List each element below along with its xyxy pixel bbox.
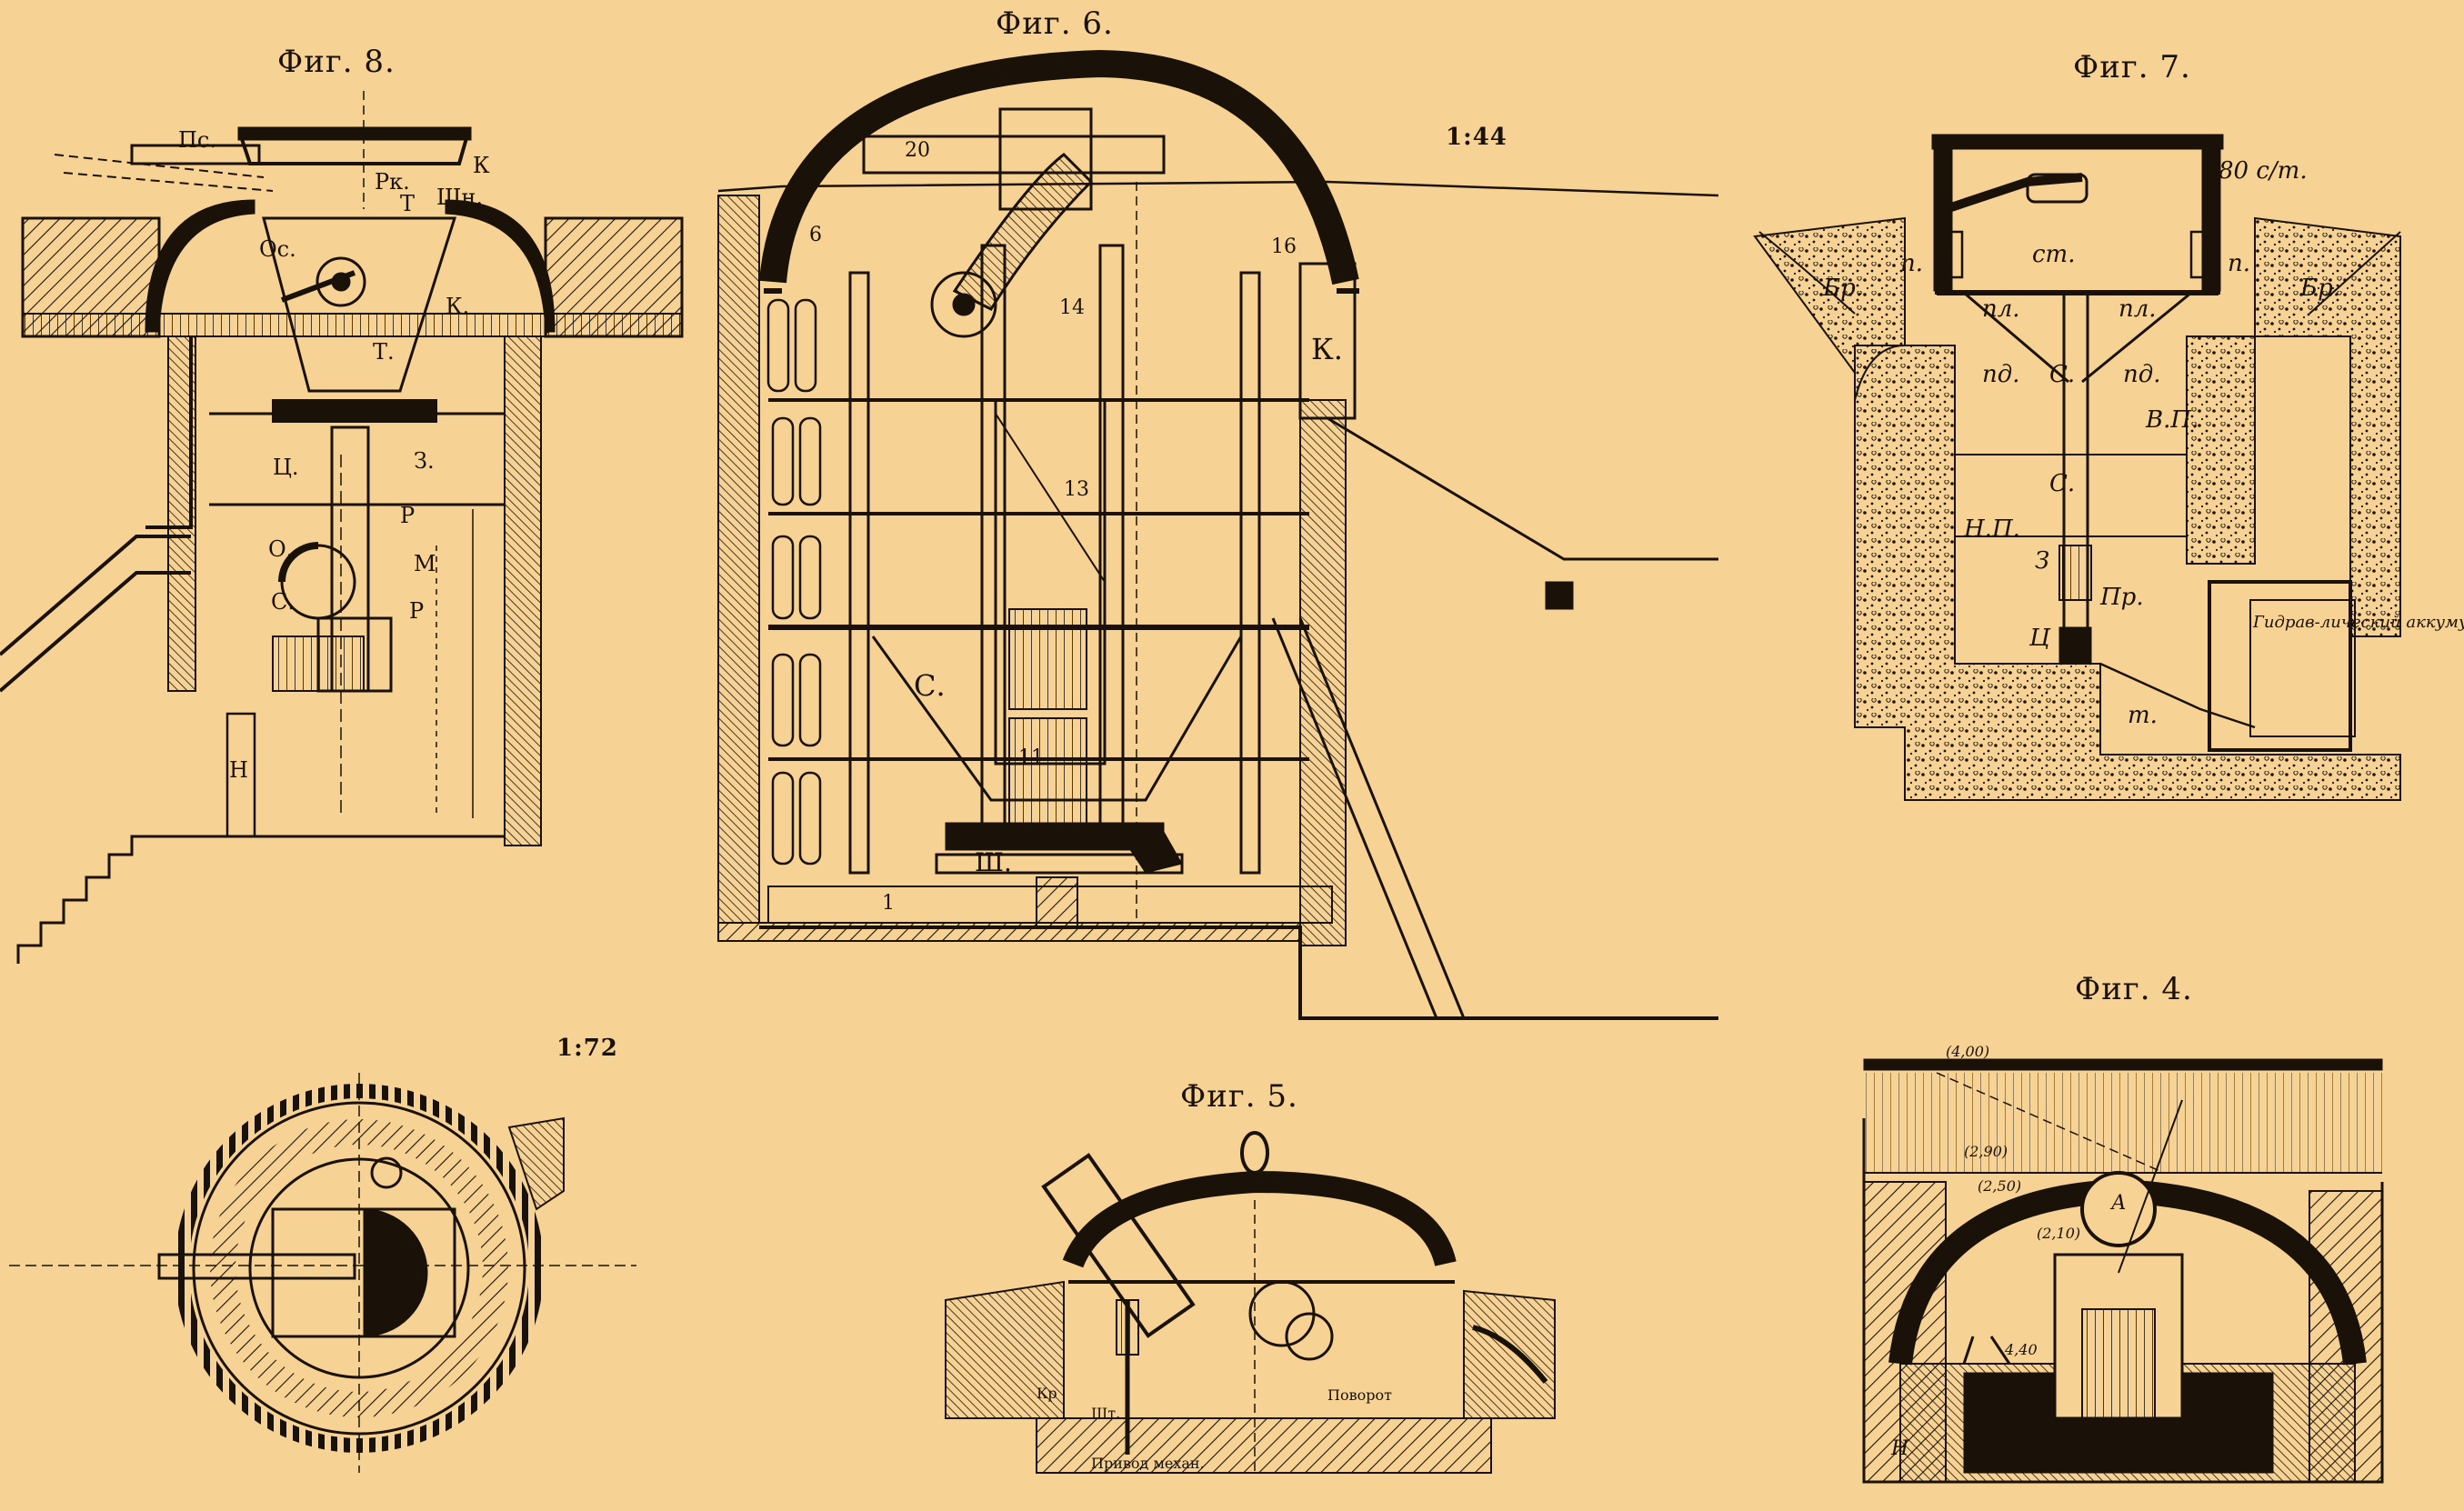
- fig6-letter: 20: [905, 139, 930, 162]
- fig6-title: Фиг. 6.: [996, 5, 1114, 42]
- fig5-section: [945, 1131, 1556, 1474]
- plan-view: [9, 1073, 636, 1473]
- fig7-title: Фиг. 7.: [2073, 49, 2191, 85]
- fig6-letter: К.: [1311, 332, 1343, 366]
- fig7-letter: пл.: [1982, 295, 2020, 323]
- fig4-letter: Н: [1890, 1437, 1909, 1460]
- fig8-letter: Т.: [373, 339, 395, 365]
- fig5-title: Фиг. 5.: [1180, 1078, 1298, 1115]
- fig8-letter: Пс.: [178, 127, 216, 153]
- fig8-letter: Т: [400, 191, 415, 216]
- fig5-letter: Поворот: [1327, 1386, 1392, 1404]
- fig8-letters: Пс. Рк. К Т Шн. Ос. К. Т. З. Ц. О. Р М С…: [178, 127, 490, 783]
- fig7-letter: п.: [1900, 250, 1923, 277]
- fig5-letter: Кр: [1037, 1385, 1057, 1402]
- fig6-letter: 14: [1059, 296, 1085, 319]
- fig7-letter: пд.: [1982, 361, 2020, 388]
- fig8-title: Фиг. 8.: [277, 44, 396, 80]
- fig7-letter: пд.: [2123, 361, 2161, 388]
- fig7-letter: пл.: [2118, 295, 2157, 323]
- fig5-letters: Шт. Кр Поворот Привод механ.: [1037, 1385, 1392, 1472]
- fig8-letter: З.: [414, 448, 435, 474]
- fig7-letters: 80 с/т. ст. Бр. п. п. Бр. пл. пл. пд. пд…: [1822, 157, 2464, 729]
- fig7-letter: Н.П.: [1963, 515, 2020, 543]
- fig4-letter: А: [2109, 1192, 2127, 1215]
- fig4-letters: (4,00) (2,90) (2,50) (2,10) А 4,40 Н: [1890, 1043, 2127, 1460]
- fig6-letter: 6: [809, 224, 822, 246]
- fig5-letter: Шт.: [1091, 1405, 1120, 1422]
- fig8-letter: О.: [268, 536, 293, 562]
- fig7-letter: С.: [2049, 361, 2075, 388]
- fig4-section: [1862, 1058, 2384, 1484]
- fig6-letter: 16: [1271, 235, 1297, 258]
- fig7-letter: Ц: [2028, 625, 2051, 652]
- fig8-letter: С.: [271, 589, 295, 615]
- fig7-letter: Гидрав-лический аккумулятор: [2252, 613, 2464, 632]
- fig8-letter: Ос.: [259, 236, 296, 262]
- fig8-letter: М: [414, 551, 436, 576]
- fig7-letter: С.: [2049, 470, 2075, 497]
- fig8-letter: Р: [400, 503, 415, 528]
- fig5-letter: Привод механ.: [1091, 1455, 1205, 1472]
- fig7-letter: ст.: [2032, 241, 2075, 268]
- fig7-letter: т.: [2128, 702, 2158, 729]
- fig7-letter: В.П.: [2145, 406, 2199, 434]
- fig7-letter: Бр.: [2299, 275, 2340, 302]
- fig8-letter: К.: [446, 294, 469, 319]
- fig6-letters: 20 6 16 14 К. 13 С. 11 10 Ш. 1: [809, 139, 1343, 915]
- fig4-title: Фиг. 4.: [2075, 971, 2193, 1007]
- fig4-letter: (2,90): [1964, 1143, 2008, 1160]
- fig7-section: [1753, 134, 2401, 801]
- fig6-letter: 10: [1062, 828, 1087, 851]
- fig7-letter: Пр.: [2099, 584, 2144, 611]
- scale-lower: 1:72: [556, 1035, 618, 1062]
- fig8-letter: Рк.: [375, 169, 410, 195]
- fig7-letter: З: [2035, 547, 2049, 575]
- fig8-letter: К: [473, 153, 490, 178]
- fig8-letter: Н: [229, 757, 248, 783]
- fig4-letter: 4,40: [2004, 1341, 2038, 1358]
- fig6-letter: С.: [914, 668, 946, 703]
- fig4-letter: (4,00): [1946, 1043, 1989, 1060]
- fig7-letter: п.: [2228, 250, 2250, 277]
- fig4-letter: (2,10): [2037, 1225, 2080, 1242]
- fig4-letter: (2,50): [1978, 1177, 2021, 1195]
- fig6-letter: 1: [882, 892, 895, 915]
- fig6-section: [717, 49, 1719, 1020]
- fig7-letter: 80 с/т.: [2219, 157, 2308, 185]
- fig6-letter: Ш.: [975, 847, 1012, 877]
- fig8-section: [0, 91, 684, 964]
- fig6-letter: 13: [1064, 478, 1089, 501]
- scale-upper: 1:44: [1446, 124, 1507, 151]
- fig8-letter: Шн.: [436, 185, 483, 210]
- fig7-letter: Бр.: [1822, 275, 1863, 302]
- fig6-letter: 11: [1018, 746, 1044, 769]
- fig8-letter: Ц.: [273, 455, 299, 480]
- fig8-letter: Р: [409, 598, 424, 624]
